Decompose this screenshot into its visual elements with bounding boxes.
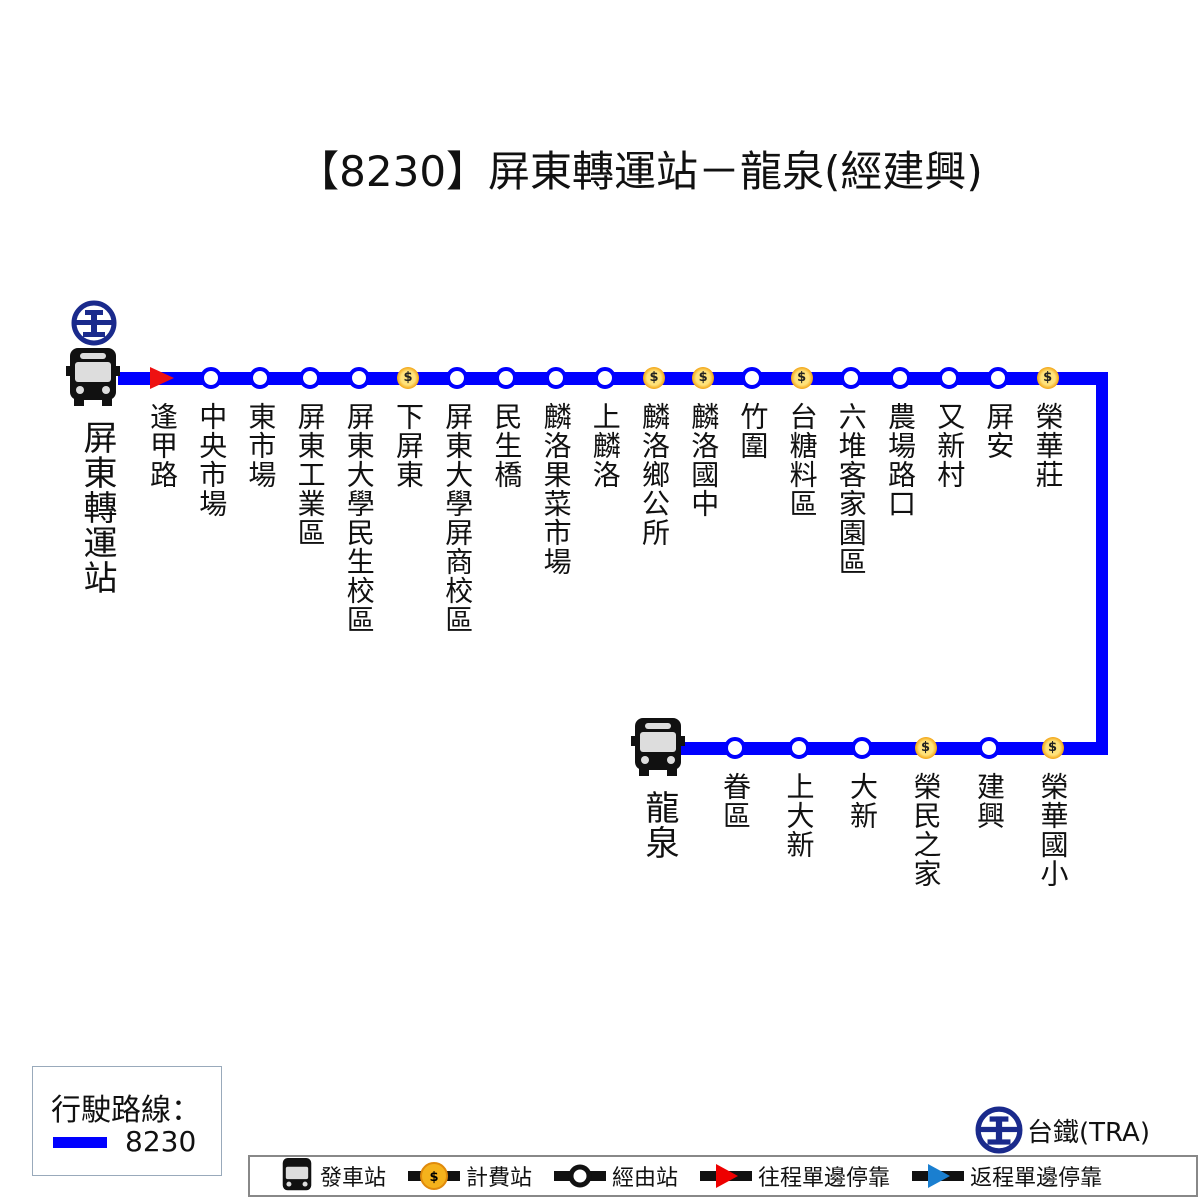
stop-label: 屏東工業區 <box>293 402 327 547</box>
stop-label: 屏安 <box>982 402 1016 460</box>
stop-marker <box>249 367 272 389</box>
stop-marker <box>839 367 862 389</box>
stop-marker <box>851 737 873 759</box>
stop-label: 竹圍 <box>736 402 770 460</box>
fare-stop-marker: $ <box>692 367 715 389</box>
stop-marker <box>724 737 746 759</box>
stop-label: 上大新 <box>782 772 816 859</box>
stop-marker <box>593 367 616 389</box>
stop-label: 榮華國小 <box>1036 772 1070 888</box>
stop-label: 下屏東 <box>392 402 425 489</box>
origin-label: 屏東轉運站 <box>77 420 117 595</box>
stop-marker <box>200 367 223 389</box>
symbol-legend: 發車站 $ 計費站 經由站 往程單邊停靠 返程單邊停靠 <box>248 1155 1198 1197</box>
stop-label: 麟洛鄉公所 <box>638 402 671 547</box>
inbound-arrow-icon <box>912 1164 965 1188</box>
legend-outbound-label: 往程單邊停靠 <box>758 1166 891 1191</box>
bus-terminal-icon-destination <box>631 718 685 776</box>
svg-text:$: $ <box>429 1170 438 1185</box>
page-title: 【8230】屏東轉運站－龍泉(經建興) <box>297 147 983 196</box>
route-legend: 行駛路線： 8230 <box>32 1066 222 1176</box>
stop-label: 逢甲路 <box>146 402 179 489</box>
destination-label: 龍泉 <box>639 790 679 860</box>
stop-marker <box>446 367 469 389</box>
stop-marker <box>544 367 567 389</box>
stop-marker <box>347 367 370 389</box>
stop-marker <box>938 367 961 389</box>
fare-stop-marker: $ <box>1036 367 1059 389</box>
outbound-arrow-icon <box>700 1164 753 1188</box>
fare-stop-marker: $ <box>643 367 665 389</box>
stop-marker <box>889 367 911 389</box>
stop-label: 屏東大學民生校區 <box>342 402 376 634</box>
stop-label: 上麟洛 <box>588 402 622 489</box>
via-stop-icon <box>554 1164 607 1188</box>
legend-via-label: 經由站 <box>612 1166 679 1191</box>
fare-stop-marker: $ <box>397 367 419 389</box>
legend-inbound-label: 返程單邊停靠 <box>970 1166 1103 1191</box>
stop-label: 東市場 <box>244 402 278 489</box>
stop-marker <box>987 367 1010 389</box>
stop-label: 榮華莊 <box>1031 402 1065 489</box>
bus-terminal-icon-origin <box>66 348 120 406</box>
stop-label: 榮民之家 <box>909 772 943 888</box>
stop-label: 民生橋 <box>490 402 524 489</box>
fare-stop-marker: $ <box>790 367 813 389</box>
route-legend-number: 8230 <box>125 1125 197 1158</box>
stop-marker <box>787 737 810 759</box>
route-line-bottom <box>680 742 1108 755</box>
fare-stop-icon: $ <box>408 1162 461 1190</box>
fare-stop-marker: $ <box>914 737 937 759</box>
stop-label: 又新村 <box>933 402 967 489</box>
outbound-direction-arrow-icon <box>150 367 174 389</box>
stop-marker <box>298 367 321 389</box>
tra-legend-label: 台鐵(TRA) <box>1027 1117 1150 1148</box>
stop-label: 中央市場 <box>195 402 229 518</box>
legend-terminal-label: 發車站 <box>320 1166 387 1191</box>
route-line-vertical <box>1096 372 1108 755</box>
route-color-swatch <box>53 1137 107 1148</box>
tra-legend: 台鐵(TRA) <box>975 1106 1150 1154</box>
stop-label: 屏東大學屏商校區 <box>441 402 475 634</box>
stop-label: 農場路口 <box>884 402 917 518</box>
stop-label: 眷區 <box>719 772 752 830</box>
tra-station-icon <box>71 300 117 346</box>
stop-label: 大新 <box>846 772 879 830</box>
fare-stop-marker: $ <box>1041 737 1064 759</box>
stop-marker <box>741 367 764 389</box>
stop-label: 台糖料區 <box>785 402 819 518</box>
stop-label: 六堆客家園區 <box>834 402 868 576</box>
route-legend-title: 行駛路線： <box>51 1093 201 1128</box>
legend-fare-label: 計費站 <box>466 1166 533 1191</box>
stop-label: 麟洛果菜市場 <box>539 402 573 576</box>
stop-marker <box>495 367 518 389</box>
tra-icon <box>975 1106 1023 1154</box>
bus-terminal-icon <box>282 1158 312 1191</box>
stop-label: 麟洛國中 <box>687 402 721 518</box>
stop-label: 建興 <box>973 772 1006 830</box>
stop-marker <box>978 737 1000 759</box>
